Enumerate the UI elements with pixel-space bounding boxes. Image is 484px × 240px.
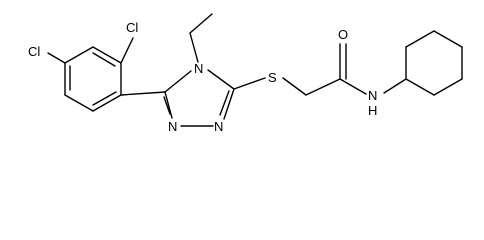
cyclohexane-ring xyxy=(405,30,463,96)
bond-ring-cl-para xyxy=(47,52,66,64)
atom-s: S xyxy=(268,70,277,85)
structure-diagram: Cl Cl N S O N H N N xyxy=(28,13,463,134)
bond-nh-cyclohexyl xyxy=(383,78,407,94)
bond-ring-triazole xyxy=(120,91,166,96)
atom-cl-para: Cl xyxy=(28,44,40,59)
bond-n-ethyl xyxy=(189,32,199,63)
bond-s-ch2 xyxy=(282,77,307,96)
atom-n2: N xyxy=(214,119,223,134)
atom-o: O xyxy=(338,27,348,42)
atom-cl-ortho: Cl xyxy=(126,20,138,35)
atom-n1: N xyxy=(168,119,177,134)
atom-n-amide: N xyxy=(368,88,377,103)
bond-c-nh xyxy=(339,78,367,95)
bond-ethyl xyxy=(189,13,213,34)
atom-h-amide: H xyxy=(368,103,377,118)
bond-ring-cl-ortho xyxy=(120,37,134,64)
dichlorophenyl-ring xyxy=(64,46,122,112)
molecule-drawing: Cl Cl N S O N H N N xyxy=(28,13,463,134)
bond-c-s xyxy=(233,77,266,90)
bond-ch2-co xyxy=(305,78,341,96)
triazole-ring xyxy=(163,69,235,127)
atom-n4: N xyxy=(194,61,203,76)
